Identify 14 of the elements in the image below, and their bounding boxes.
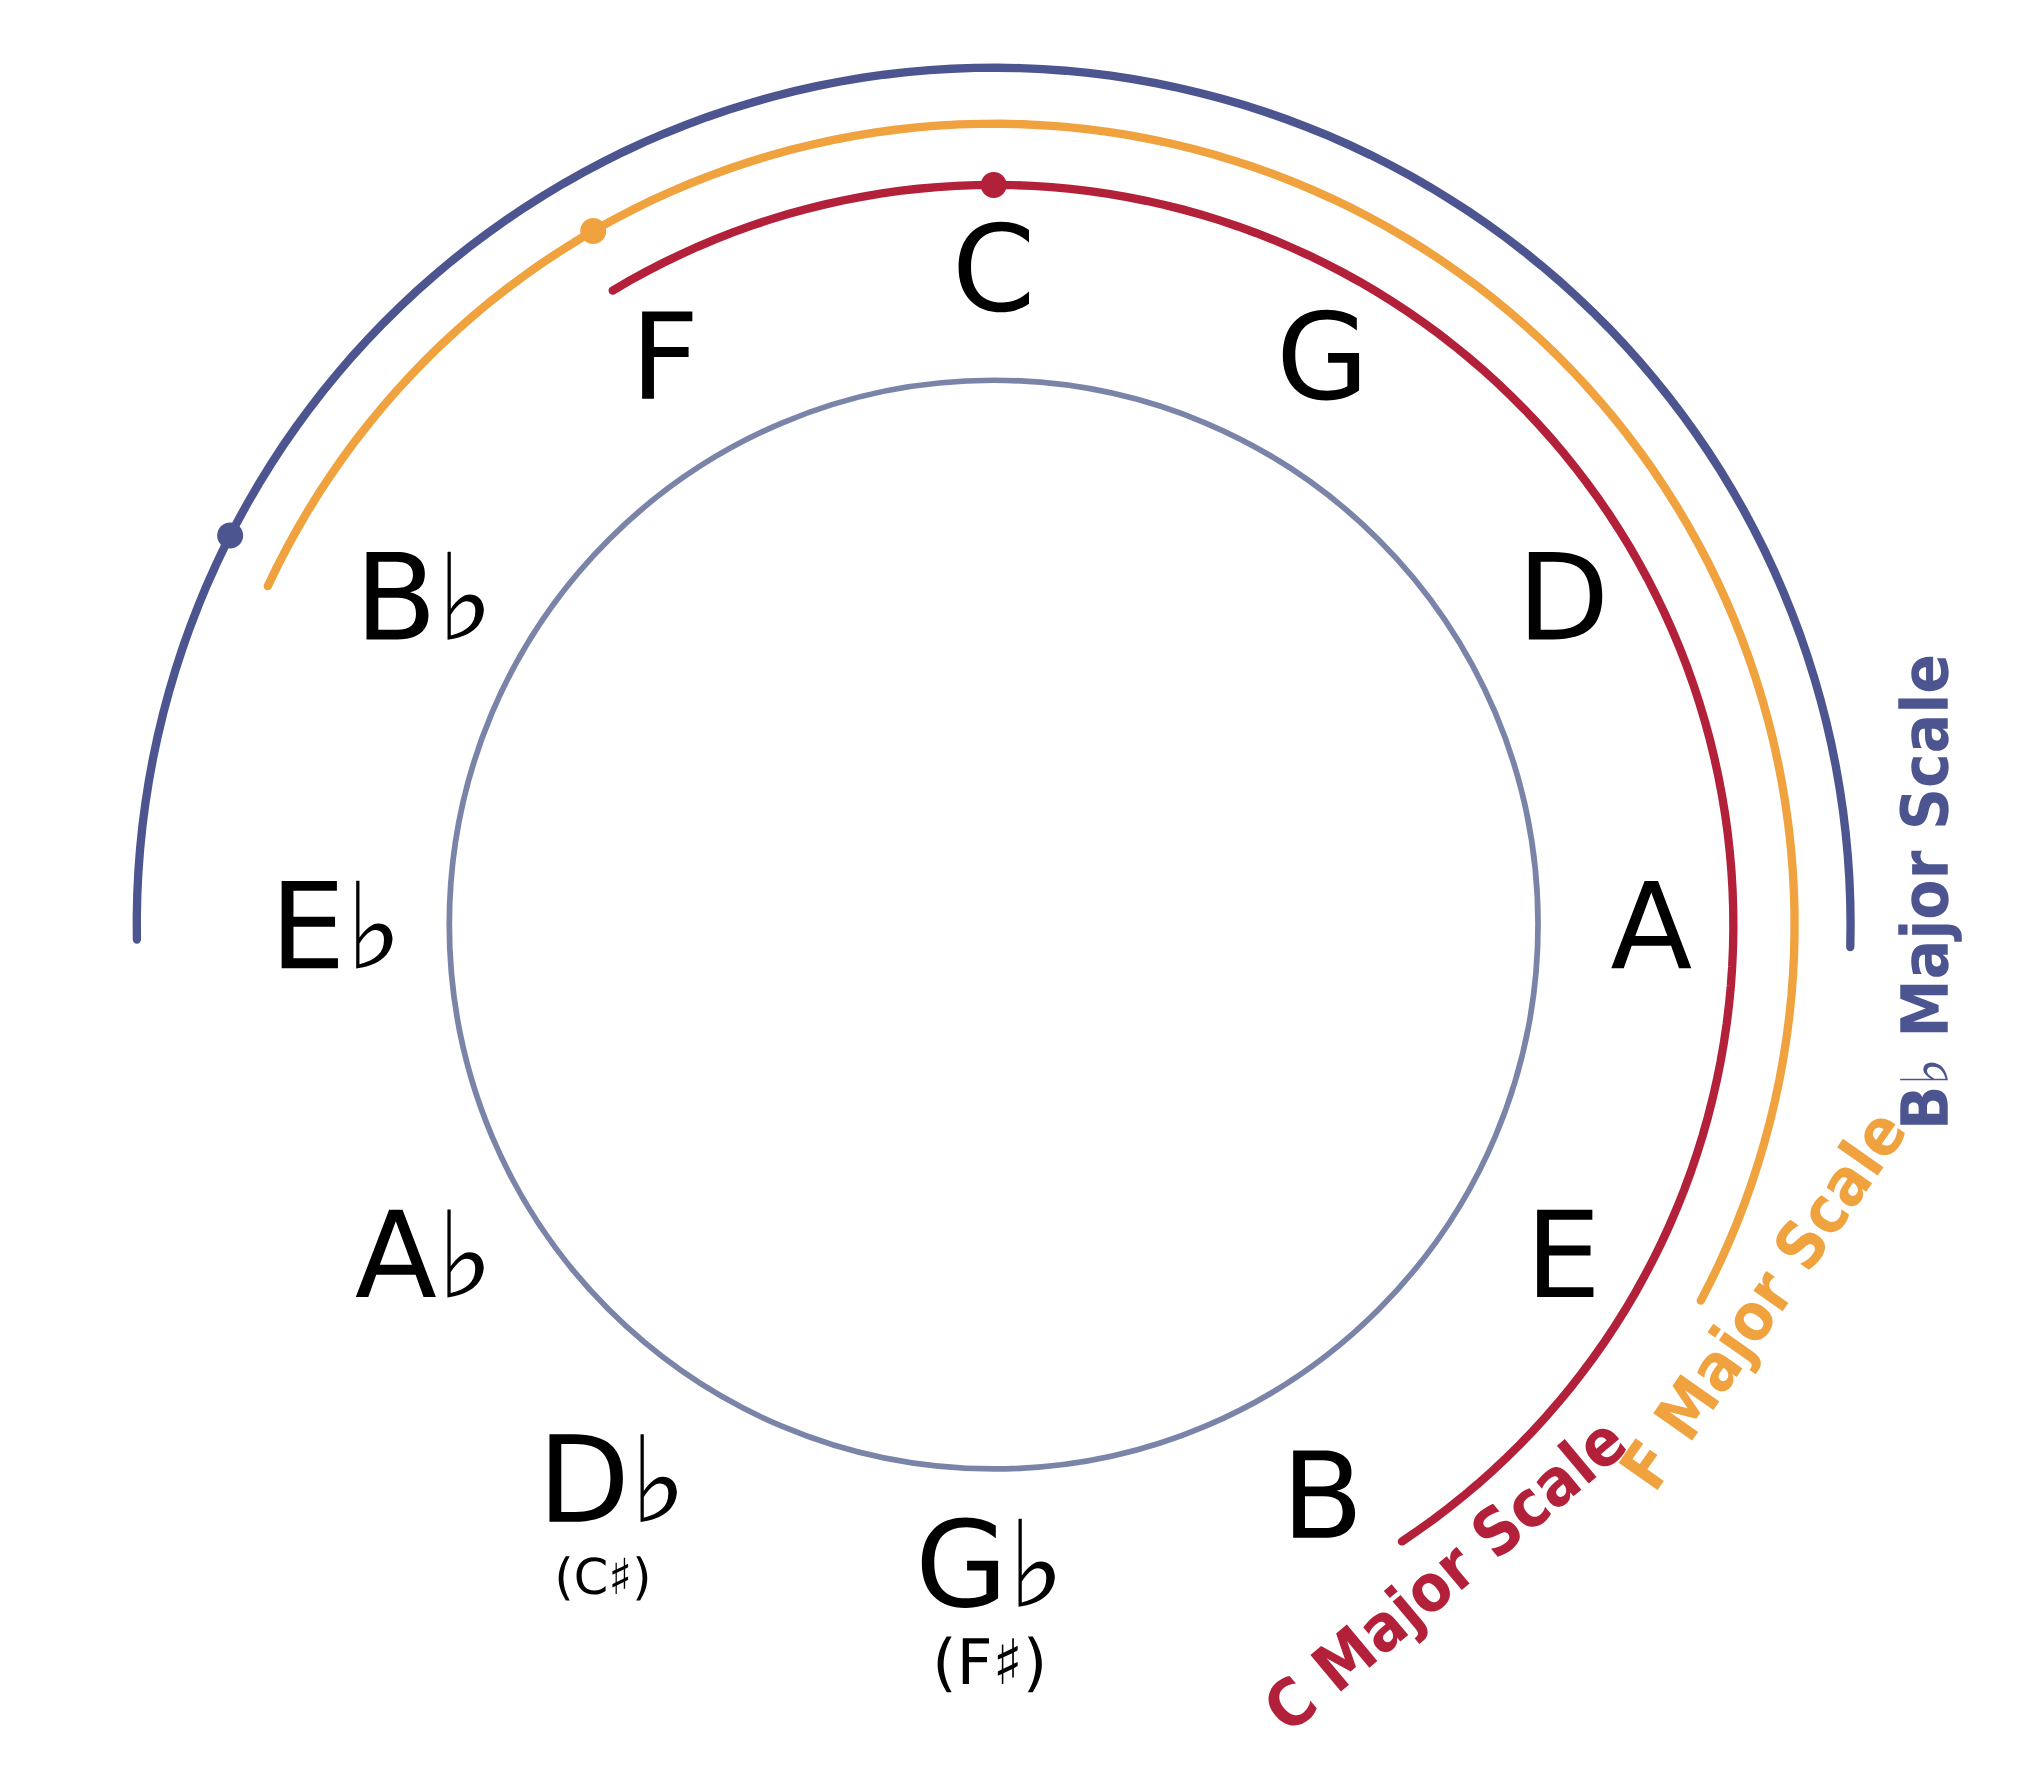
- note-label: F: [642, 311, 693, 399]
- note-label: E: [1537, 1209, 1594, 1297]
- note-label: G♭: [921, 1517, 1055, 1608]
- note-label: D♭: [549, 1433, 677, 1522]
- note-label: G: [1282, 309, 1360, 401]
- note-label: A♭: [355, 1209, 484, 1298]
- enharmonic-label: (C♯): [558, 1556, 648, 1601]
- note-label: E♭: [281, 880, 393, 969]
- enharmonic-label: (F♯): [937, 1636, 1042, 1692]
- note-label: C: [958, 221, 1029, 313]
- note-label: D: [1528, 551, 1603, 640]
- note-label: A: [1611, 880, 1692, 969]
- note-label: B♭: [366, 551, 484, 640]
- note-label: B: [1293, 1450, 1356, 1538]
